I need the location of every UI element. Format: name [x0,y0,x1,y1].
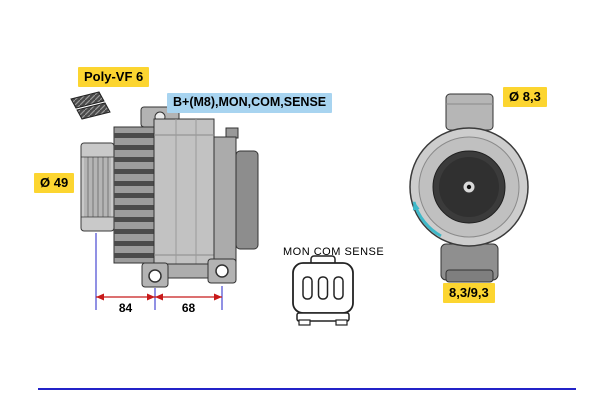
pulley [80,142,115,232]
dimension-lines [95,233,223,310]
dimension-68-label: 68 [181,301,196,315]
pin-mon [302,276,313,300]
main-housing [153,118,215,272]
mount-hole-left [148,269,162,283]
arrowhead [155,293,163,301]
alternator-rear-view [409,93,529,283]
pin-sense [333,276,344,300]
rear-top-boss [445,93,494,131]
connector-title-label: MON COM SENSE [283,246,385,258]
rotation-direction-arrow [412,201,442,238]
belt-profile-icon [70,91,111,120]
bottom-mounting-lugs [141,258,237,288]
pulley-diameter-label: Ø 49 [34,173,75,194]
arrowhead [96,293,104,301]
dimension-84-label: 84 [118,301,133,315]
front-housing-fins [113,126,155,264]
alternator-side-view [80,106,259,288]
shaft-center [466,184,472,190]
mount-hole-right [215,264,229,278]
mounting-hole-top-label: Ø 8,3 [503,87,547,108]
terminals-label: B+(M8),MON,COM,SENSE [167,93,333,113]
arrowhead [214,293,222,301]
connector-foot [298,319,311,326]
arrowhead [147,293,155,301]
connector-diagram [292,255,354,326]
mounting-hole-bottom-label: 8,3/9,3 [443,283,495,304]
connector-base [296,312,350,322]
connector-foot [335,319,348,326]
belt-type-label: Poly-VF 6 [78,67,150,88]
pin-com [317,276,329,300]
rear-housing [213,127,259,264]
rear-bottom-boss [440,243,499,283]
